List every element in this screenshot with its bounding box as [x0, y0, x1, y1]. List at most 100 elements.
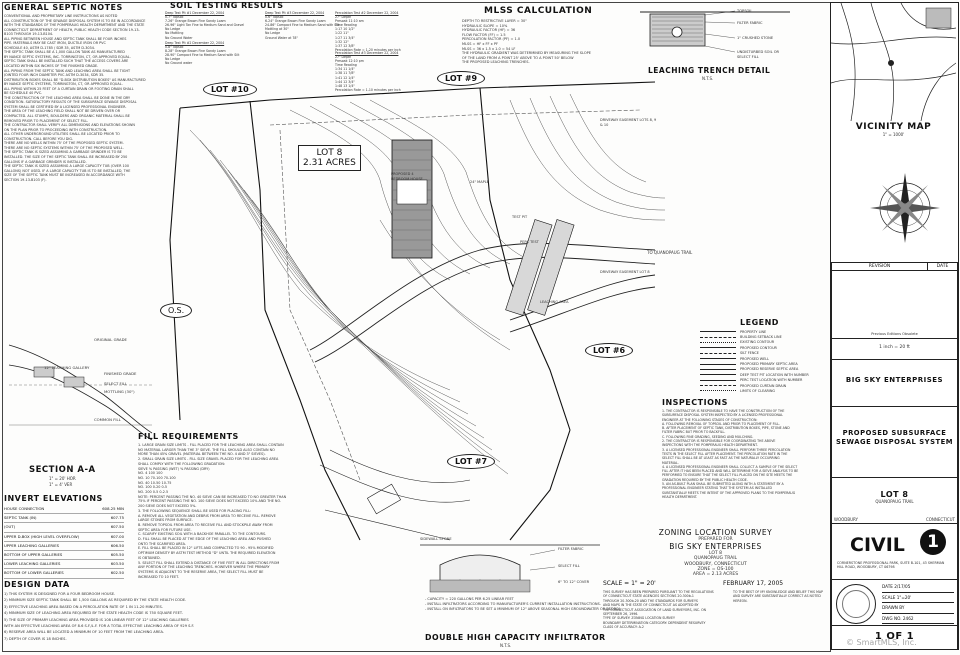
zoning-notes: THIS SURVEY HAS BEEN PREPARED PURSUANT T…: [603, 590, 728, 630]
mlss-line: THE PROPOSED LEACHING TRENCHES.: [462, 60, 530, 65]
infiltrator-scale: N.T.S.: [500, 643, 512, 648]
design-body: 1) THIS SYSTEM IS DESIGNED FOR A FOUR BE…: [4, 591, 414, 642]
soil-test-row: Percolation Rate = 1-10 minutes per inch: [335, 87, 401, 92]
revision-note: Previous Editions Obsolete: [871, 331, 918, 336]
infiltrator-note-line: - INSTALL ON INFILTRATORS TO BE SET A MI…: [425, 607, 620, 611]
legend-item: PROPOSED CURTAIN DRAIN: [700, 383, 820, 388]
legend-item: DEEP TEST PIT LOCATION WITH NUMBER: [700, 372, 820, 377]
soil-test-row: 6-24" Orange Brown Fine Sandy Loam: [265, 19, 326, 24]
invert-label: LOWER LEACHING GALLERIES: [4, 561, 61, 567]
soil-test-row: No Ledge: [165, 57, 181, 62]
lot-state: CONNECTICUT: [925, 516, 955, 522]
inspection-line: PERFORMED TO ENSURE THAT THE SELECT FILL…: [662, 473, 793, 478]
infiltrator-detail: FILTER FABRIC SELECT FILL SIDEWALL STONE…: [420, 535, 620, 650]
legend-label: EXISTING CONTOUR: [740, 340, 775, 345]
design-line: 7) DEPTH OF COVER IS 18 INCHES.: [4, 636, 67, 641]
general-note-line: CONNECTICUT DEPARTMENT OF HEALTH, PUBLIC…: [4, 27, 140, 32]
legend-item: PERC TEST LOCATION WITH NUMBER: [700, 378, 820, 383]
general-note-line: THE SEPTIC TANK IS SIZED ASSUMING A LARG…: [4, 164, 129, 169]
legend-swatch: [700, 385, 736, 387]
legend-item: BUILDING SETBACK LINE: [700, 334, 820, 339]
soil-test-row: 1:34 11 1/4": [335, 67, 355, 72]
invert-value: 607.00: [110, 533, 124, 539]
revision-table: REVISION DATE Previous Editions Obsolete: [831, 262, 958, 339]
section-label-common-fill: COMMON FILL: [94, 417, 121, 422]
zoning-note-line: BOUNDARY DETERMINATION CATEGORY: DEPENDE…: [603, 620, 706, 625]
section-label-gallery: 12" LEACHING GALLERY: [44, 365, 90, 370]
lot-road: QUANOPAUG TRAIL: [875, 499, 914, 504]
soil-test-row: 27" Depth: [335, 55, 352, 60]
zoning-survey: ZONING LOCATION SURVEY PREPARED FOR BIG …: [603, 528, 828, 648]
driveway-easement-lot8-label: DRIVEWAY EASEMENT LOT 8: [600, 270, 650, 274]
design-line: 3) EFFECTIVE LEACHING AREA BASED ON A PE…: [4, 604, 163, 609]
section-label-select-fill: SELECT FILL: [104, 381, 128, 386]
general-note-line: CONSTRUCTION. CALL BEFORE YOU DIG.: [4, 136, 74, 141]
soil-test-row: Time Reading: [335, 23, 357, 28]
test-pit-label: TEST PIT: [512, 215, 528, 219]
fill-line: LARGE STONES FROM SURFACE.: [138, 518, 193, 523]
invert-title: INVERT ELEVATIONS: [4, 494, 103, 503]
scale-text: 1 inch = 20 ft: [879, 345, 910, 350]
general-note-line: THE SEPTIC TANK SHALL BE A 1,000 GALLON …: [4, 50, 125, 55]
legend-item: SILT FENCE: [700, 351, 820, 356]
zoning-note-line: AND MAPS IN THE STATE OF CONNECTICUT AS …: [603, 603, 699, 608]
general-note-line: SECTION 19-13-B103 (F).: [4, 177, 47, 182]
legend-item: PROPOSED WELL: [700, 356, 820, 361]
design-line: 2) MINIMUM SIZE SEPTIC TANK SHALL BE 1,5…: [4, 598, 187, 603]
project-box: PROPOSED SUBSURFACE SEWAGE DISPOSAL SYST…: [831, 406, 958, 478]
invert-label: (OUT): [4, 524, 16, 530]
fill-line: C. SCARIFY EXISTING SOIL WITH A BACKHOE …: [138, 532, 267, 537]
soil-test-row: 24-86" Compact Fine to Medium Sand with …: [265, 23, 340, 28]
trench-detail-scale: N.T.S.: [702, 76, 714, 81]
trench-callout-stone: 1" CRUSHED STONE: [737, 36, 774, 40]
vicinity-map: [831, 3, 956, 121]
soil-test-heading: Percolation Test #3 December 22, 2004: [335, 51, 399, 55]
company-logo-number: 1: [920, 529, 946, 555]
fill-line: 1. LARGE GRAIN SIZE LIMITS - FILL PLACED…: [138, 443, 284, 447]
invert-value: 603.50: [110, 561, 124, 567]
general-note-line: SCHEDULE 40, ASTM D-1785 / SDR 35, ASTM …: [4, 45, 95, 50]
vicinity-caption: VICINITY MAP 1" = 1000': [831, 122, 956, 137]
road-label: TO QUANOPAUG TRAIL: [647, 250, 693, 255]
mlss-line: FLOW FACTOR (FF) = 1.5: [462, 32, 506, 37]
invert-row: SEPTIC TANK (IN)607.75: [4, 514, 124, 524]
zoning-town: WOODBURY, CONNECTICUT: [684, 561, 747, 567]
lot7-detail: [319, 449, 471, 541]
general-note-line: THE AREA OF THE LEACHING FIELD SHALL NOT…: [4, 109, 121, 114]
soil-test-row: 1:32 12": [335, 39, 349, 44]
soil-test-heading: Deep Test Pit #1 December 22, 2004: [165, 11, 225, 15]
trench-drawing: [640, 10, 790, 53]
fill-title: FILL REQUIREMENTS: [138, 432, 239, 441]
mlss-line: OF THE LAND FROM A POINT 25' ABOVE TO A …: [462, 55, 574, 60]
general-note-line: ALL PIPING WITHIN 25 FEET OF A CURTAIN D…: [4, 86, 134, 91]
vicinity-title: VICINITY MAP: [855, 122, 932, 132]
invert-row: LOWER LEACHING GALLERIES 603.50: [4, 560, 124, 570]
soil-test-row: Mottling at 30": [265, 27, 289, 32]
soil-test-row: 1:48 13 1/4": [335, 83, 355, 88]
inspection-line: 4. A LICENSED PROFESSIONAL ENGINEER SHAL…: [662, 464, 798, 469]
zoning-prepared: PREPARED FOR: [698, 537, 733, 542]
engineer-seal-icon: [836, 584, 876, 624]
leaching-area-label: LEACHING AREA: [540, 300, 569, 304]
fill-line: IS OBTAINED.: [138, 555, 161, 560]
fill-line: ANY PORTION OF THE LEACHING TRENCHES. HO…: [138, 565, 270, 570]
general-note-line: LOCATED WITHIN SIX INCHES OF THE FINISHE…: [4, 64, 99, 69]
company-box: CIVIL 1 CORNERSTONE PROFESSIONAL PARK, S…: [831, 523, 958, 580]
zoning-note-line: THE CONNECTICUT ASSOCIATION OF LAND SURV…: [603, 607, 706, 612]
zoning-note-line: THROUGH 20-300b-20 AND THE STANDARDS FOR…: [603, 598, 698, 603]
inspection-line: A. FOLLOWING REMOVAL OF TOPSOIL AND PRIO…: [662, 421, 781, 426]
general-note-line: THERE ARE NO WELLS WITHIN 75' OF THE PRO…: [4, 141, 124, 146]
fill-line: NOTE: PERCENT PASSING THE NO. 40 SIEVE C…: [138, 494, 287, 499]
infiltrator-note-line: - CAPACITY = 220 GALLONS PER 6.25 LINEAR…: [425, 597, 514, 601]
fill-line: 2. SMALL GRAIN SIZE LIMITS - FILL SIZE G…: [138, 457, 279, 462]
invert-label: UPPER D-BOX (HIGH LEVEL OVERFLOW): [4, 533, 80, 539]
inspections-title: INSPECTIONS: [662, 398, 728, 407]
design-line: WITH AN EFFECTIVE LEACHING AREA OF 8.6 S…: [4, 624, 195, 629]
soil-test-row: 1:22 11": [335, 31, 349, 36]
north-arrow-icon: [870, 168, 940, 248]
general-note-line: B103 THROUGH 19-13-B104.: [4, 32, 54, 37]
